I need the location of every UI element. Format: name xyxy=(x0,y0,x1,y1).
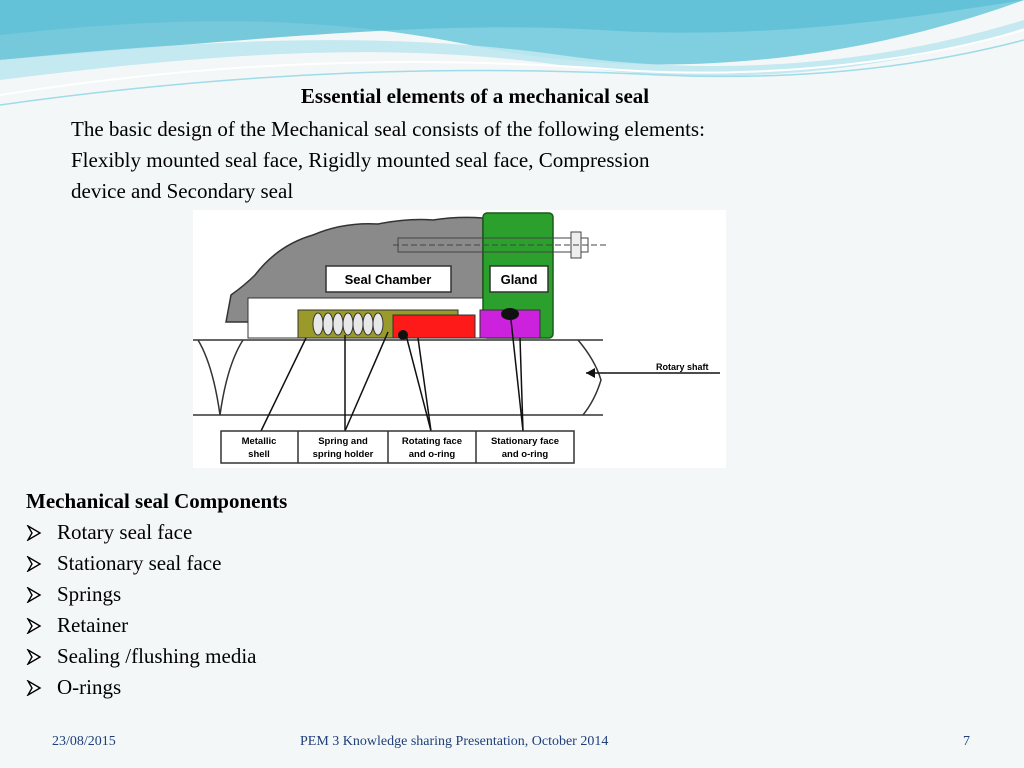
list-item: Retainer xyxy=(26,610,256,641)
intro-line-1: The basic design of the Mechanical seal … xyxy=(71,117,705,141)
callout-rotating-line1: Rotating face xyxy=(402,436,462,447)
list-item: Springs xyxy=(26,579,256,610)
slide-title: Essential elements of a mechanical seal xyxy=(300,84,650,108)
callout-rotating-line2: and o-ring xyxy=(409,449,456,460)
arrow-bullet-icon xyxy=(26,648,42,665)
component-label: Springs xyxy=(57,582,122,606)
gland-label: Gland xyxy=(501,272,538,287)
mechanical-seal-diagram: Seal Chamber Gland Rotary shaft Met xyxy=(193,210,726,468)
component-label: Retainer xyxy=(57,613,129,637)
components-heading: Mechanical seal Components xyxy=(26,489,288,513)
callout-lines xyxy=(260,319,524,432)
arrow-bullet-icon xyxy=(26,617,42,634)
callout-metallic-line1: Metallic xyxy=(242,436,277,447)
callout-spring-line2: spring holder xyxy=(313,449,374,460)
shaft-end-left xyxy=(197,339,244,416)
component-label: Stationary seal face xyxy=(57,551,222,575)
list-item: Sealing /flushing media xyxy=(26,641,256,672)
arrow-bullet-icon xyxy=(26,555,42,572)
intro-paragraph: The basic design of the Mechanical seal … xyxy=(71,114,871,207)
rotating-face xyxy=(392,314,476,339)
component-label: O-rings xyxy=(57,675,122,699)
stationary-o-ring xyxy=(501,308,519,320)
component-label: Rotary seal face xyxy=(57,520,193,544)
seal-chamber-label: Seal Chamber xyxy=(345,272,432,287)
header-wave-decoration xyxy=(0,0,1024,106)
intro-line-2: Flexibly mounted seal face, Rigidly moun… xyxy=(71,148,650,172)
rotary-shaft-label: Rotary shaft xyxy=(656,362,709,372)
intro-line-3: device and Secondary seal xyxy=(71,179,294,203)
list-item: O-rings xyxy=(26,672,256,703)
callout-metallic-line2: shell xyxy=(248,449,270,460)
arrow-bullet-icon xyxy=(26,524,42,541)
callout-stationary-line2: and o-ring xyxy=(502,449,549,460)
component-label: Sealing /flushing media xyxy=(57,644,257,668)
footer-text: PEM 3 Knowledge sharing Presentation, Oc… xyxy=(300,734,609,749)
list-item: Stationary seal face xyxy=(26,548,256,579)
callout-stationary-line1: Stationary face xyxy=(491,436,559,447)
rotating-o-ring xyxy=(398,330,408,340)
arrow-bullet-icon xyxy=(26,679,42,696)
arrow-bullet-icon xyxy=(26,586,42,603)
page-number: 7 xyxy=(963,734,970,749)
components-list: Rotary seal face Stationary seal face Sp… xyxy=(26,517,256,703)
springs xyxy=(312,312,384,336)
shaft-end-right xyxy=(577,339,602,416)
list-item: Rotary seal face xyxy=(26,517,256,548)
callout-spring-line1: Spring and xyxy=(318,436,368,447)
footer-date: 23/08/2015 xyxy=(52,734,116,749)
